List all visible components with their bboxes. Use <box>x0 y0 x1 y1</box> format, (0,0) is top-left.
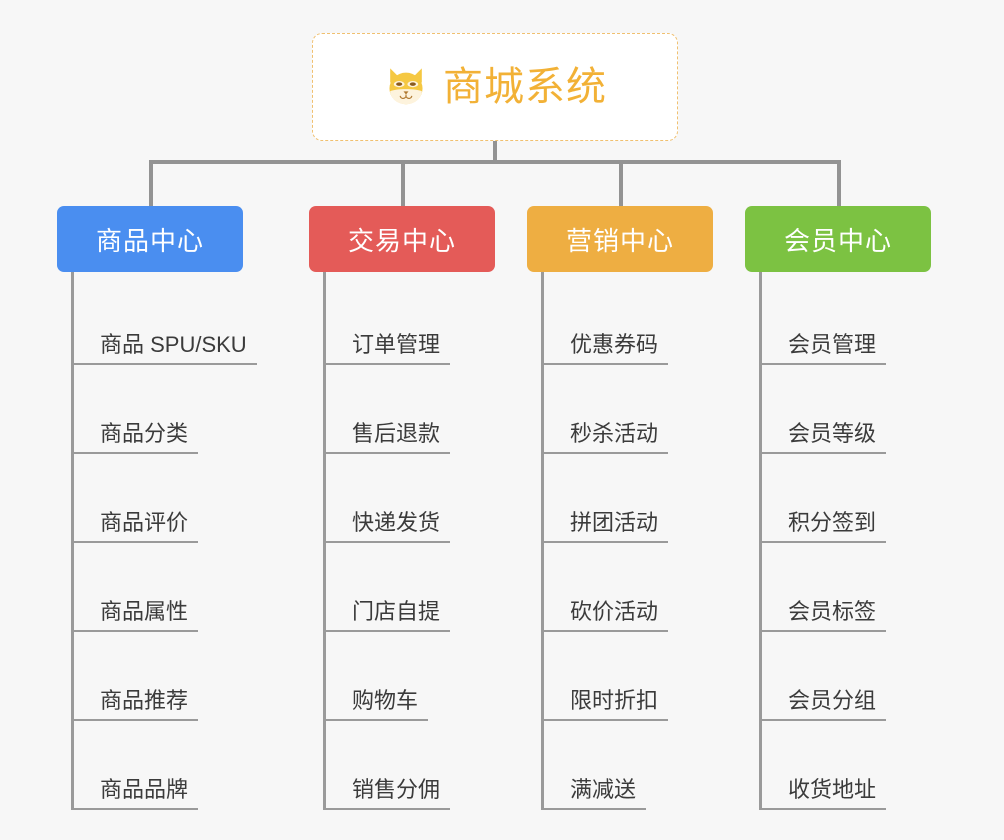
connector-drop-1 <box>149 160 153 206</box>
column-product-center: 商品中心 商品 SPU/SKU 商品分类 商品评价 商品属性 商品推荐 商品品牌 <box>57 206 257 810</box>
list-item-label: 会员分组 <box>762 688 887 721</box>
list-item[interactable]: 商品推荐 <box>74 632 243 721</box>
list-item[interactable]: 门店自提 <box>326 543 495 632</box>
column-marketing-center: 营销中心 优惠券码 秒杀活动 拼团活动 砍价活动 限时折扣 满减送 <box>527 206 713 810</box>
list-item-label: 商品评价 <box>74 510 199 543</box>
column-trade-center: 交易中心 订单管理 售后退款 快递发货 门店自提 购物车 销售分佣 <box>309 206 495 810</box>
list-item-label: 商品分类 <box>74 421 199 454</box>
list-item-label: 商品属性 <box>74 599 199 632</box>
list-item[interactable]: 秒杀活动 <box>544 365 713 454</box>
list-item[interactable]: 拼团活动 <box>544 454 713 543</box>
list-item[interactable]: 订单管理 <box>326 276 495 365</box>
list-item-label: 会员等级 <box>762 421 887 454</box>
connector-horizontal-bar <box>149 160 841 164</box>
list-item[interactable]: 快递发货 <box>326 454 495 543</box>
category-header-4[interactable]: 会员中心 <box>745 206 931 272</box>
list-item-label: 订单管理 <box>326 332 451 365</box>
list-item[interactable]: 售后退款 <box>326 365 495 454</box>
list-item[interactable]: 商品 SPU/SKU <box>74 276 257 365</box>
list-item[interactable]: 会员管理 <box>762 276 931 365</box>
list-item-label: 积分签到 <box>762 510 887 543</box>
list-item[interactable]: 砍价活动 <box>544 543 713 632</box>
list-item[interactable]: 商品品牌 <box>74 721 243 810</box>
root-node[interactable]: 商城系统 <box>312 33 678 141</box>
connector-drop-3 <box>619 160 623 206</box>
branch-list-1: 商品 SPU/SKU 商品分类 商品评价 商品属性 商品推荐 商品品牌 <box>71 272 257 810</box>
list-item[interactable]: 收货地址 <box>762 721 931 810</box>
list-item[interactable]: 销售分佣 <box>326 721 495 810</box>
list-item-label: 秒杀活动 <box>544 421 669 454</box>
list-item-label: 优惠券码 <box>544 332 669 365</box>
branch-list-2: 订单管理 售后退款 快递发货 门店自提 购物车 销售分佣 <box>323 272 495 810</box>
list-item[interactable]: 满减送 <box>544 721 713 810</box>
list-item-label: 拼团活动 <box>544 510 669 543</box>
category-header-4-label: 会员中心 <box>783 225 892 256</box>
list-item-label: 商品品牌 <box>74 777 199 810</box>
list-item-label: 门店自提 <box>326 599 451 632</box>
category-header-2[interactable]: 交易中心 <box>309 206 495 272</box>
list-item[interactable]: 商品属性 <box>74 543 243 632</box>
list-item-label: 限时折扣 <box>544 688 669 721</box>
branch-list-4: 会员管理 会员等级 积分签到 会员标签 会员分组 收货地址 <box>759 272 931 810</box>
list-item[interactable]: 优惠券码 <box>544 276 713 365</box>
list-item-label: 购物车 <box>326 688 429 721</box>
connector-drop-4 <box>837 160 841 206</box>
list-item[interactable]: 会员分组 <box>762 632 931 721</box>
category-header-3[interactable]: 营销中心 <box>527 206 713 272</box>
list-item-label: 砍价活动 <box>544 599 669 632</box>
connector-drop-2 <box>401 160 405 206</box>
list-item-label: 商品 SPU/SKU <box>74 332 257 365</box>
list-item[interactable]: 积分签到 <box>762 454 931 543</box>
category-header-2-label: 交易中心 <box>347 225 456 256</box>
list-item-label: 售后退款 <box>326 421 451 454</box>
list-item[interactable]: 购物车 <box>326 632 495 721</box>
connector-stem <box>493 141 497 162</box>
list-item-label: 商品推荐 <box>74 688 199 721</box>
list-item-label: 快递发货 <box>326 510 451 543</box>
column-member-center: 会员中心 会员管理 会员等级 积分签到 会员标签 会员分组 收货地址 <box>745 206 931 810</box>
list-item-label: 收货地址 <box>762 777 887 810</box>
list-item[interactable]: 商品评价 <box>74 454 243 543</box>
branch-list-3: 优惠券码 秒杀活动 拼团活动 砍价活动 限时折扣 满减送 <box>541 272 713 810</box>
shiba-inu-icon <box>389 68 423 105</box>
list-item[interactable]: 限时折扣 <box>544 632 713 721</box>
list-item[interactable]: 商品分类 <box>74 365 243 454</box>
list-item[interactable]: 会员等级 <box>762 365 931 454</box>
list-item-label: 满减送 <box>544 777 647 810</box>
category-header-3-label: 营销中心 <box>565 225 674 256</box>
list-item[interactable]: 会员标签 <box>762 543 931 632</box>
list-item-label: 销售分佣 <box>326 777 451 810</box>
list-item-label: 会员标签 <box>762 599 887 632</box>
category-header-1[interactable]: 商品中心 <box>57 206 243 272</box>
category-header-1-label: 商品中心 <box>95 225 204 256</box>
root-title: 商城系统 <box>443 65 607 109</box>
list-item-label: 会员管理 <box>762 332 887 365</box>
